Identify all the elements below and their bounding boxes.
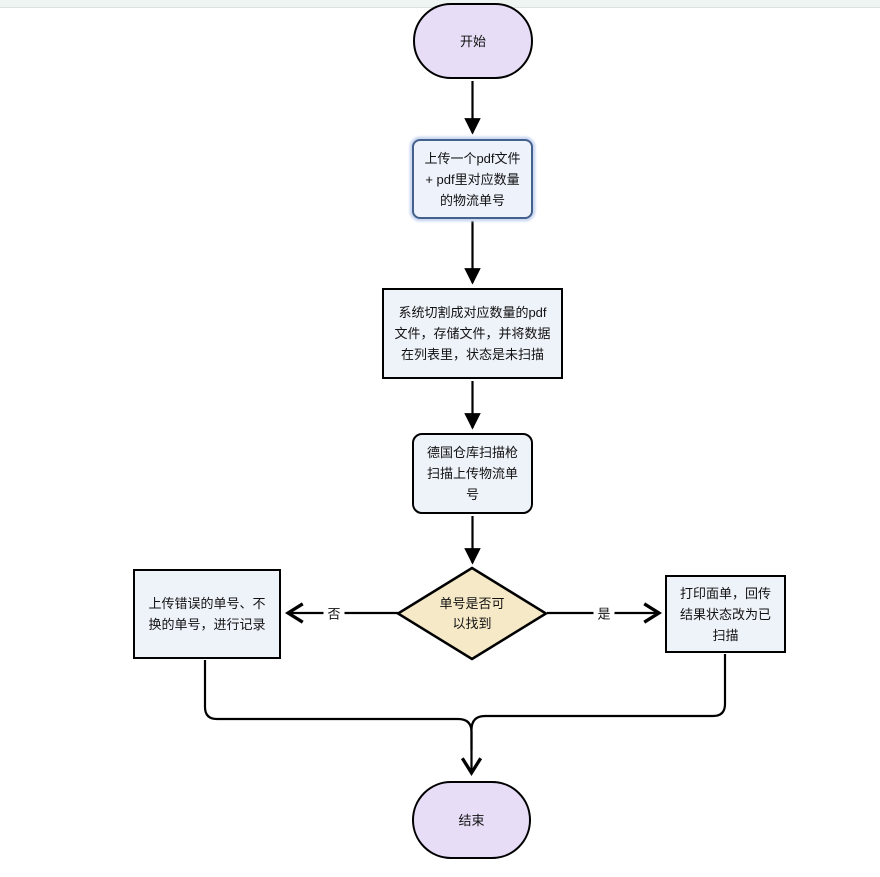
node-warehouse-scan[interactable]: 德国仓库扫描枪 扫描上传物流单 号 [412,433,533,514]
edge-record-to-end[interactable] [203,660,483,777]
node-record-error[interactable]: 上传错误的单号、不 换的单号，进行记录 [133,569,281,659]
node-upload-pdf-label: 上传一个pdf文件 + pdf里对应数量 的物流单号 [424,150,521,208]
node-upload-pdf[interactable]: 上传一个pdf文件 + pdf里对应数量 的物流单号 [412,139,533,219]
node-print-label-label: 打印面单，回传 结果状态改为已 扫描 [679,585,771,643]
node-split-pdf[interactable]: 系统切割成对应数量的pdf 文件，存储文件，并将数据 在列表里，状态是未扫描 [382,288,563,379]
node-decision-label: 单号是否可 以找到 [439,596,505,631]
edge-label-yes: 是 [593,602,615,624]
node-warehouse-scan-label: 德国仓库扫描枪 扫描上传物流单 号 [426,445,518,502]
node-end-label: 结束 [458,812,485,828]
node-record-error-label: 上传错误的单号、不 换的单号，进行记录 [148,596,266,632]
node-split-pdf-label: 系统切割成对应数量的pdf 文件，存储文件，并将数据 在列表里，状态是未扫描 [394,305,551,362]
node-start-label: 开始 [459,33,486,49]
node-print-label[interactable]: 打印面单，回传 结果状态改为已 扫描 [665,575,786,653]
node-end[interactable]: 结束 [412,781,531,859]
edge-print-to-end[interactable] [470,654,727,750]
decision-diamond-shape[interactable] [395,566,549,661]
edge-label-no: 否 [323,602,345,624]
node-start[interactable]: 开始 [413,3,533,79]
